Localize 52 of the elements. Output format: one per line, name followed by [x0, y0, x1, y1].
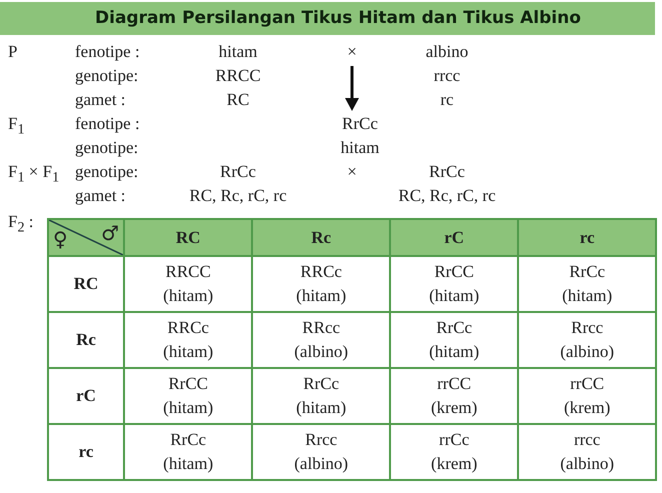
offspring-cell: Rrcc (albino) [252, 424, 390, 480]
row-header: rC [48, 368, 124, 424]
field-label: gamet : [75, 186, 126, 206]
generation-label: F$_{2}$ : [8, 212, 34, 238]
gamete-text: rc [440, 90, 454, 110]
generation-label: F$_{1}$ [8, 114, 25, 140]
genotype-text: RrCc [429, 162, 465, 182]
offspring-cell: RrCc (hitam) [124, 424, 252, 480]
genotype-text: rrcc [434, 66, 460, 86]
title-banner: Diagram Persilangan Tikus Hitam dan Tikus Albino [0, 2, 655, 35]
field-label: fenotipe : [75, 42, 140, 62]
cross-symbol: × [347, 42, 357, 62]
row-header: Rc [48, 312, 124, 368]
offspring-cell: rrcc (albino) [518, 424, 656, 480]
field-label: gamet : [75, 90, 126, 110]
field-label: genotipe: [75, 138, 138, 158]
row-header: rc [48, 424, 124, 480]
phenotype-text: hitam [218, 42, 258, 62]
female-symbol: ♀ [53, 228, 68, 250]
offspring-cell: RRCC (hitam) [124, 256, 252, 312]
gamete-text: RC, Rc, rC, rc [398, 186, 496, 206]
offspring-cell: rrCC (krem) [390, 368, 518, 424]
offspring-cell: RRcc (albino) [252, 312, 390, 368]
row-header: RC [48, 256, 124, 312]
offspring-cell: rrCC (krem) [518, 368, 656, 424]
phenotype-text: hitam [340, 138, 380, 158]
genotype-text: RRCC [215, 66, 261, 86]
offspring-cell: rrCc (krem) [390, 424, 518, 480]
offspring-cell: RrCc (hitam) [518, 256, 656, 312]
offspring-cell: RRCc (hitam) [252, 256, 390, 312]
offspring-cell: RrCc (hitam) [252, 368, 390, 424]
column-header: Rc [252, 219, 390, 256]
genotype-text: RrCc [220, 162, 256, 182]
phenotype-text: albino [426, 42, 468, 62]
offspring-cell: RrCC (hitam) [390, 256, 518, 312]
field-label: genotipe: [75, 162, 138, 182]
field-label: genotipe: [75, 66, 138, 86]
offspring-cell: RrCC (hitam) [124, 368, 252, 424]
gamete-text: RC, Rc, rC, rc [189, 186, 287, 206]
column-header: rc [518, 219, 656, 256]
genotype-text: RrCc [342, 114, 378, 134]
offspring-cell: RrCc (hitam) [390, 312, 518, 368]
male-symbol: ♂ [101, 222, 119, 244]
column-header: RC [124, 219, 252, 256]
field-label: fenotipe : [75, 114, 140, 134]
column-header: rC [390, 219, 518, 256]
offspring-cell: Rrcc (albino) [518, 312, 656, 368]
cross-symbol: × [347, 162, 357, 182]
generation-label: P [8, 42, 18, 62]
generation-label: F$_{1}$ × F$_{1}$ [8, 162, 60, 188]
offspring-cell: RRCc (hitam) [124, 312, 252, 368]
gamete-text: RC [226, 90, 250, 110]
